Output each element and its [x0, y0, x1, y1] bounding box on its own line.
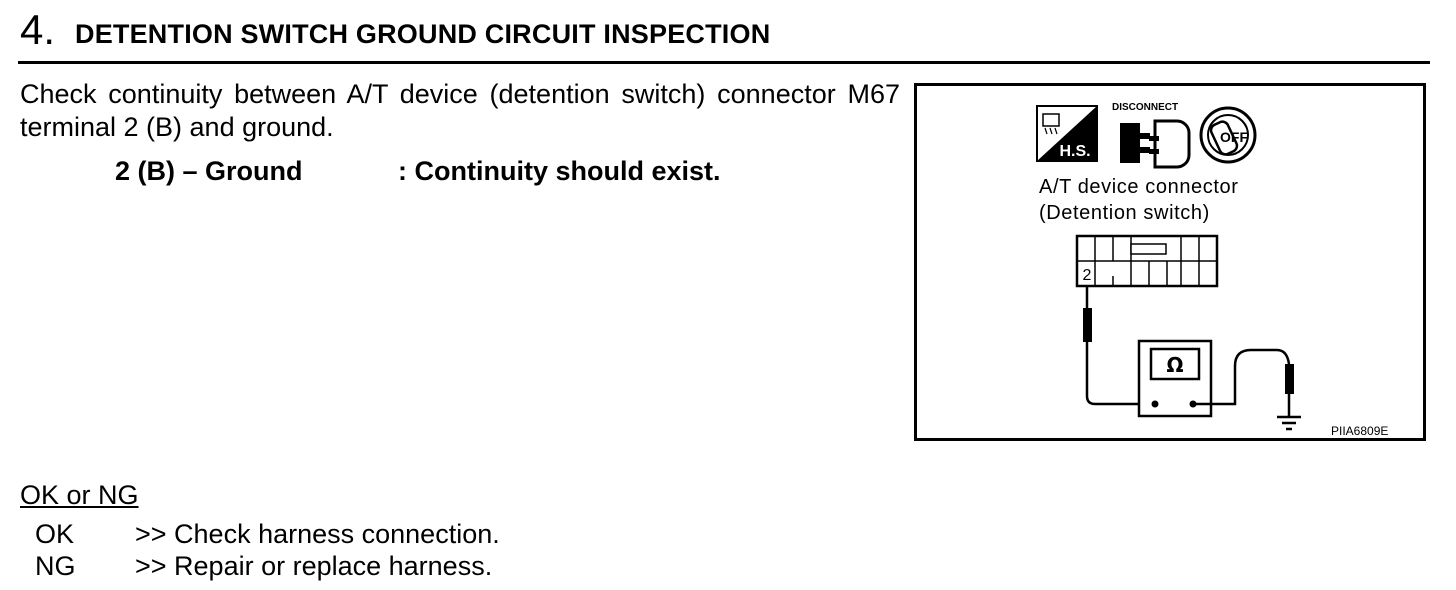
result-label: NG: [35, 551, 76, 581]
result-title: OK or NG: [20, 480, 139, 510]
circuit-figure: H.S. OFF 2: [914, 83, 1426, 441]
svg-text:OFF: OFF: [1220, 129, 1248, 145]
instruction-text: Check continuity between A/T device (det…: [20, 79, 900, 142]
result-label: OK: [35, 519, 75, 549]
step-number: 4.: [20, 6, 56, 53]
probe-lead-wire: [1083, 286, 1155, 406]
ground-lead-wire: [1193, 348, 1294, 416]
hs-icon: H.S.: [1036, 105, 1098, 162]
connector-label-line2: (Detention switch): [1039, 202, 1210, 224]
result-action: >> Repair or replace harness.: [135, 551, 493, 581]
ignition-off-icon: OFF: [1199, 106, 1257, 164]
figure-code: PIIA6809E: [1331, 424, 1389, 438]
connector-label-line1: A/T device connector: [1039, 176, 1239, 198]
disconnect-icon: [1120, 119, 1191, 169]
spec-value: : Continuity should exist.: [398, 156, 721, 186]
svg-text:Ω: Ω: [1166, 353, 1183, 377]
result-action: >> Check harness connection.: [135, 519, 500, 549]
spec-term: 2 (B) – Ground: [115, 156, 303, 186]
circuit-diagram: H.S. OFF 2: [1036, 105, 1301, 431]
step-header: 4. DETENTION SWITCH GROUND CIRCUIT INSPE…: [18, 4, 1430, 62]
ground-symbol-icon: [1277, 415, 1301, 431]
disconnect-label: DISCONNECT: [1112, 102, 1179, 113]
svg-text:H.S.: H.S.: [1059, 143, 1090, 160]
header-divider: [18, 61, 1430, 64]
detention-switch-connector: 2: [1075, 234, 1219, 288]
step-title: DETENTION SWITCH GROUND CIRCUIT INSPECTI…: [75, 19, 771, 49]
svg-text:2: 2: [1083, 267, 1092, 284]
